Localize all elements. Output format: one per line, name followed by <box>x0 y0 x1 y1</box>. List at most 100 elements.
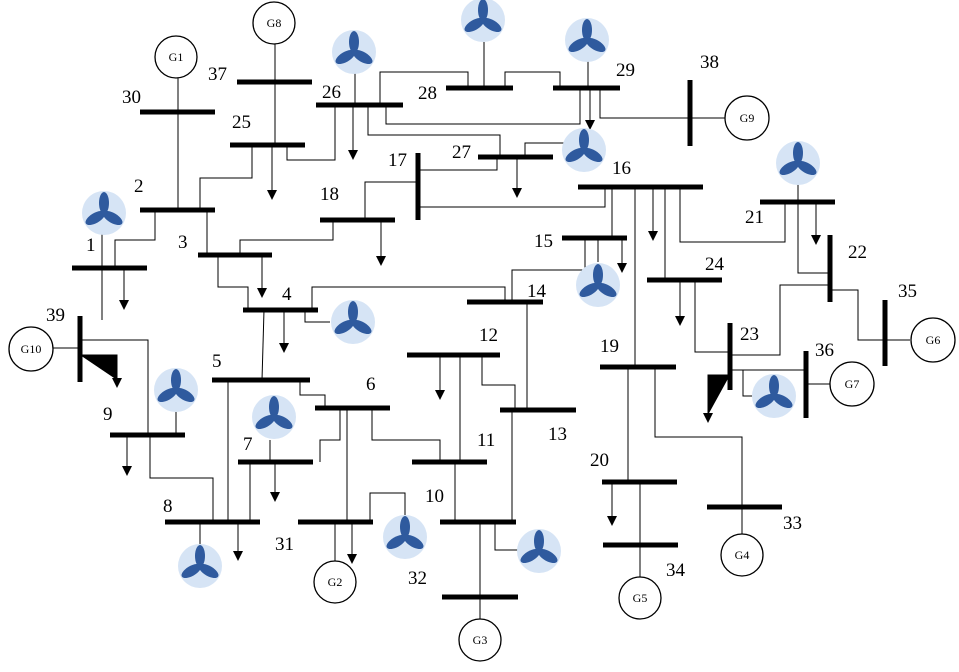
bus-label-4: 4 <box>282 284 292 305</box>
bus-label-24: 24 <box>705 254 725 275</box>
bus-label-7: 7 <box>243 434 253 455</box>
line-14-15 <box>511 238 586 302</box>
load-arrow-29 <box>585 88 595 130</box>
wind-turbine-icon <box>82 191 126 235</box>
line-16-21 <box>679 187 786 243</box>
wind-link-31 <box>369 492 406 522</box>
svg-text:G10: G10 <box>21 342 42 356</box>
load-arrow-16 <box>648 187 658 241</box>
bus-label-31: 31 <box>275 534 294 555</box>
line-3-4 <box>217 255 249 310</box>
bus-bars <box>72 79 888 600</box>
bus-label-3: 3 <box>178 232 188 253</box>
load-arrow-3 <box>257 255 267 298</box>
bus-label-22: 22 <box>848 242 867 263</box>
bus-label-37: 37 <box>208 64 227 85</box>
bus-label-21: 21 <box>745 207 764 228</box>
svg-text:G5: G5 <box>633 591 648 605</box>
generator-g8: G8 <box>252 1 296 45</box>
line-5-6 <box>299 380 326 408</box>
svg-text:G3: G3 <box>473 633 488 647</box>
wind-turbine-icon <box>178 544 222 588</box>
line-22-35 <box>830 289 885 341</box>
wind-link-27 <box>524 142 565 157</box>
wind-turbine-icon <box>576 263 620 307</box>
svg-text:G4: G4 <box>735 548 750 562</box>
svg-text:G9: G9 <box>740 111 755 125</box>
wind-link-4 <box>304 310 330 323</box>
svg-text:G1: G1 <box>169 50 184 64</box>
bus-label-6: 6 <box>366 374 376 395</box>
bus-label-14: 14 <box>527 281 547 302</box>
bus-label-32: 32 <box>408 568 427 589</box>
line-19-33 <box>654 367 743 507</box>
bus-label-27: 27 <box>452 142 471 163</box>
bus-label-9: 9 <box>103 404 113 425</box>
bus-label-29: 29 <box>616 60 635 81</box>
line-26-27 <box>367 105 501 157</box>
line-28-29 <box>504 71 561 88</box>
bus-label-16: 16 <box>612 158 631 179</box>
svg-text:G7: G7 <box>845 377 860 391</box>
load-arrow-9 <box>122 435 132 476</box>
line-1-2 <box>114 210 156 268</box>
generator-g7: G7 <box>829 361 875 407</box>
wind-link-23 <box>742 370 752 397</box>
wind-turbine-icon <box>154 368 198 412</box>
bus-label-26: 26 <box>322 82 341 103</box>
load-arrow-15 <box>617 238 627 273</box>
generator-g5: G5 <box>618 576 662 620</box>
load-arrow-20 <box>607 482 617 526</box>
generator-g10: G10 <box>8 326 54 372</box>
svg-text:G6: G6 <box>926 333 941 347</box>
line-9-39 <box>80 339 149 435</box>
load-arrow-24 <box>675 280 685 326</box>
bus-label-19: 19 <box>600 336 619 357</box>
line-6-7 <box>319 408 341 462</box>
line-26-28 <box>379 71 469 105</box>
bus-label-2: 2 <box>134 176 144 197</box>
bus-label-18: 18 <box>320 184 339 205</box>
svg-text:G8: G8 <box>267 16 282 30</box>
generator-g9: G9 <box>724 95 770 141</box>
wind-turbine-icon <box>461 0 505 42</box>
line-12-13 <box>481 355 516 410</box>
bus-label-13: 13 <box>548 424 567 445</box>
load-arrow-31 <box>347 522 357 564</box>
wind-turbine-icon <box>517 529 561 573</box>
generator-g4: G4 <box>720 533 764 577</box>
loads <box>80 88 821 564</box>
svg-text:G2: G2 <box>328 575 343 589</box>
line-4-5 <box>261 309 265 381</box>
line-16-17 <box>418 187 606 208</box>
generator-g6: G6 <box>910 317 956 363</box>
bus-label-39: 39 <box>46 305 65 326</box>
load-arrow-21 <box>811 202 821 245</box>
load-arrow-26 <box>348 105 358 160</box>
bus-label-25: 25 <box>232 112 251 133</box>
line-23-24 <box>694 280 730 353</box>
line-4-14 <box>311 286 506 310</box>
generator-g1: G1 <box>154 35 198 79</box>
wind-turbine-icon <box>383 515 427 559</box>
line-29-38 <box>599 88 690 119</box>
load-arrow-39 <box>80 354 122 388</box>
line-2-25 <box>199 145 253 210</box>
bus-label-12: 12 <box>479 325 498 346</box>
bus-label-1: 1 <box>86 235 96 256</box>
generator-g3: G3 <box>458 618 502 662</box>
load-arrow-7 <box>270 462 280 502</box>
load-arrow-25 <box>267 145 277 200</box>
load-arrow-8 <box>233 522 243 561</box>
bus-label-34: 34 <box>666 560 686 581</box>
wind-turbine-icon <box>331 300 375 344</box>
bus-label-38: 38 <box>700 52 719 73</box>
line-17-18 <box>364 181 418 220</box>
line-22-23 <box>730 284 830 356</box>
wind-link-10 <box>494 522 520 551</box>
wind-turbine-icon <box>332 30 376 74</box>
wind-turbine-icon <box>562 128 606 172</box>
transmission-lines <box>52 42 910 620</box>
bus-label-8: 8 <box>163 496 173 517</box>
